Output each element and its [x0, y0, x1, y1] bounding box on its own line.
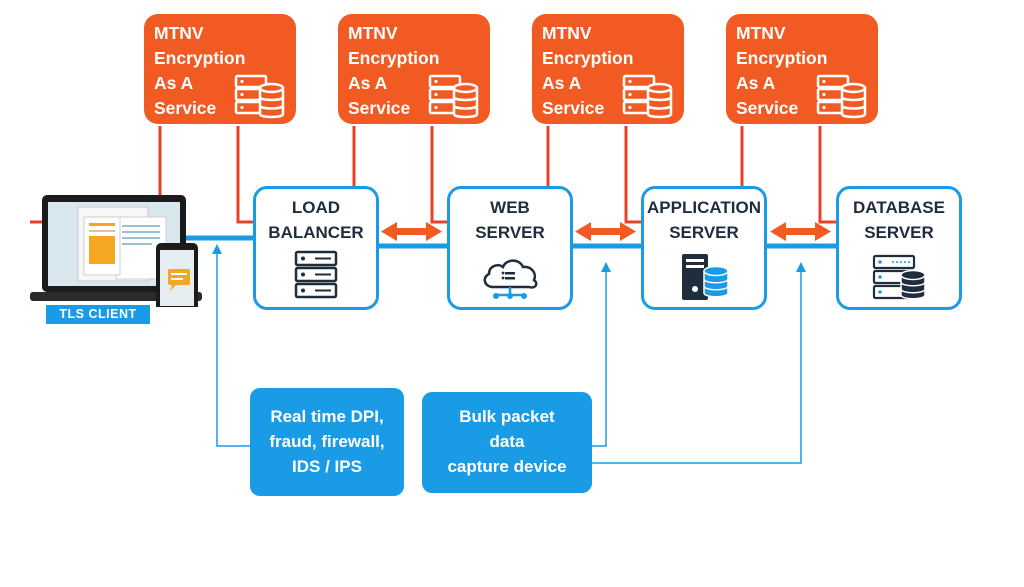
node-label: APPLICATION: [647, 198, 761, 217]
enc-line: Service: [154, 98, 217, 118]
server-database-icon: [234, 74, 285, 119]
node-label: LOAD: [291, 198, 341, 217]
bidirectional-arrow-as-db: [770, 222, 831, 241]
load-balancer-node: LOAD BALANCER: [253, 186, 379, 310]
enc-line: Encryption: [348, 48, 440, 68]
node-label: SERVER: [475, 223, 545, 242]
enc-link-app-server: [624, 126, 641, 224]
box-line: fraud, firewall,: [269, 432, 385, 451]
enc-line: Service: [542, 98, 605, 118]
tap-arrow-db: [796, 262, 806, 272]
enc-line: As A: [736, 73, 776, 93]
encryption-service-box-2: MTNV Encryption As A Service: [338, 14, 490, 124]
tap-line-capture: [592, 270, 607, 447]
bidirectional-arrow-lb-ws: [381, 222, 442, 241]
laptop-phone-icon: [30, 195, 202, 307]
box-line: Real time DPI,: [270, 407, 384, 426]
packet-capture-box: Bulk packet data capture device: [422, 392, 592, 493]
bidirectional-arrow-ws-as: [575, 222, 636, 241]
enc-line: Encryption: [542, 48, 634, 68]
enc-line: MTNV: [154, 23, 204, 43]
encryption-service-box-1: MTNV Encryption As A Service: [144, 14, 296, 124]
box-line: Bulk packet: [459, 407, 555, 426]
tap-arrow-capture: [601, 262, 611, 272]
node-label: DATABASE: [853, 198, 945, 217]
server-database-icon: [622, 74, 673, 119]
enc-link-web-server: [430, 126, 447, 224]
encryption-service-box-4: MTNV Encryption As A Service: [726, 14, 878, 124]
box-line: capture device: [447, 457, 567, 476]
node-label: BALANCER: [268, 223, 364, 242]
box-line: data: [489, 432, 525, 451]
enc-line: MTNV: [736, 23, 786, 43]
server-database-icon: [428, 74, 479, 119]
enc-line: As A: [154, 73, 194, 93]
server-database-icon: [872, 254, 926, 300]
enc-line: As A: [348, 73, 388, 93]
node-label: SERVER: [669, 223, 739, 242]
enc-link-db-server: [818, 126, 836, 224]
node-label: SERVER: [864, 223, 934, 242]
application-server-node: APPLICATION SERVER: [641, 186, 767, 310]
box-line: IDS / IPS: [292, 457, 362, 476]
tap-line-dpi: [216, 252, 250, 447]
database-server-node: DATABASE SERVER: [836, 186, 962, 310]
enc-line: MTNV: [542, 23, 592, 43]
tap-line-db: [592, 270, 802, 464]
enc-line: Encryption: [154, 48, 246, 68]
enc-line: Encryption: [736, 48, 828, 68]
tls-client-label: TLS CLIENT: [46, 305, 150, 324]
encryption-service-box-3: MTNV Encryption As A Service: [532, 14, 684, 124]
server-tower-database-icon: [682, 254, 729, 300]
enc-line: Service: [348, 98, 411, 118]
web-server-node: WEB SERVER: [447, 186, 573, 310]
enc-line: MTNV: [348, 23, 398, 43]
dpi-fraud-firewall-box: Real time DPI, fraud, firewall, IDS / IP…: [250, 388, 404, 496]
cloud-network-icon: [483, 259, 538, 299]
server-rack-icon: [294, 250, 338, 299]
node-label: WEB: [490, 198, 530, 217]
enc-line: As A: [542, 73, 582, 93]
enc-link-load-balancer: [236, 126, 253, 224]
enc-line: Service: [736, 98, 799, 118]
server-database-icon: [816, 74, 867, 119]
tap-arrow-dpi: [212, 244, 222, 254]
